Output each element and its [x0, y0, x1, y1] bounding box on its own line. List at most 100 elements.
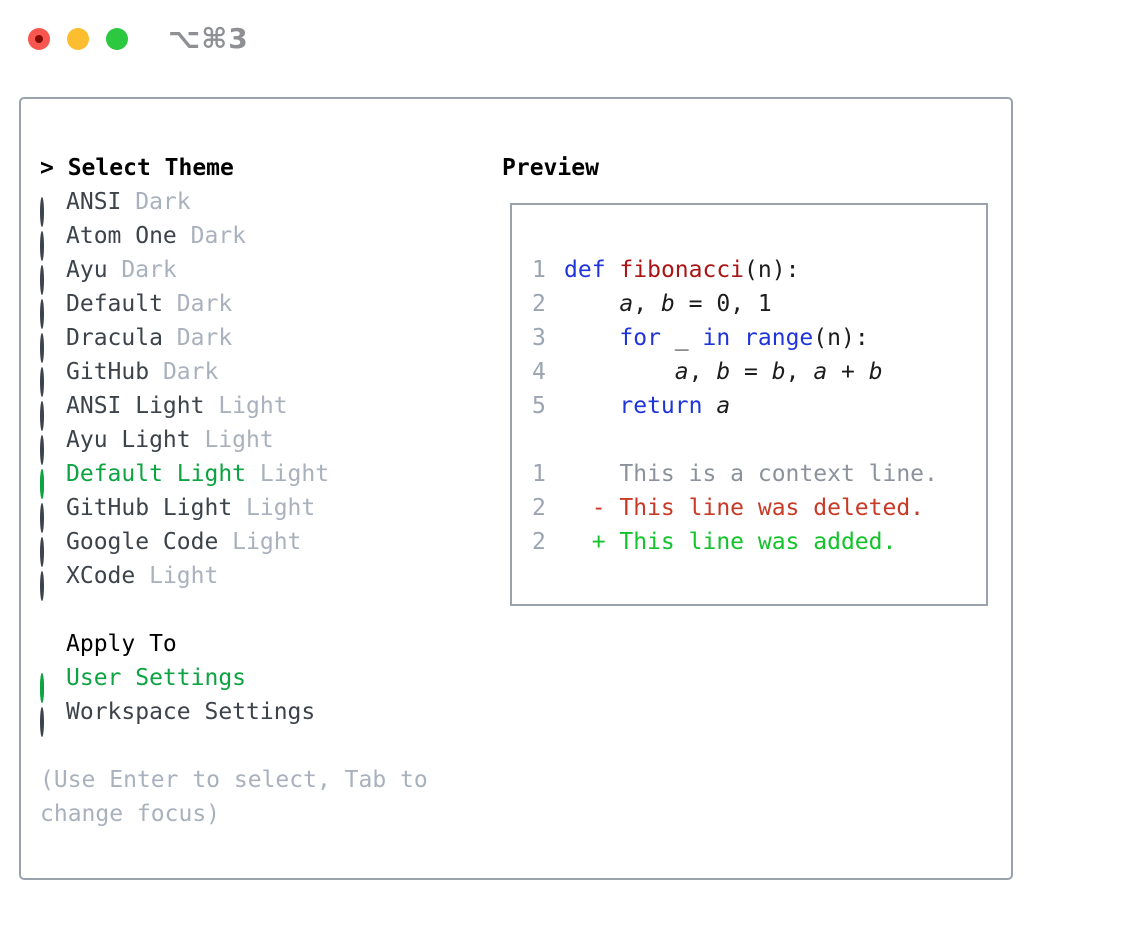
theme-name: Google Code [66, 529, 219, 555]
radio-icon [40, 570, 44, 601]
apply-to-option-label: Workspace Settings [66, 699, 316, 725]
spacer [532, 423, 986, 457]
code-segment-var: a [619, 291, 634, 317]
minimize-button[interactable] [67, 28, 89, 50]
theme-variant: Dark [176, 325, 233, 351]
code-segment-pl: (n): [813, 325, 869, 351]
theme-name: Dracula [66, 325, 163, 351]
apply-to-option[interactable]: Workspace Settings [40, 695, 480, 737]
bullet-slot [40, 195, 55, 227]
bullet-slot [40, 433, 55, 465]
radio-icon [40, 196, 44, 227]
line-number: 1 [532, 257, 546, 283]
theme-variant: Dark [176, 291, 233, 317]
line-number: 2 [532, 529, 546, 555]
line-number: 2 [532, 495, 546, 521]
code-segment-pl: , [688, 359, 717, 385]
code-segment-pl: , [633, 291, 661, 317]
code-segment-pl [730, 325, 744, 351]
bullet-slot [40, 297, 55, 329]
help-text: (Use Enter to select, Tab to change focu… [40, 767, 428, 827]
theme-item[interactable]: GitHub Dark [40, 355, 480, 397]
code-line: 3 for _ in range(n): [532, 321, 986, 355]
radio-icon [40, 502, 44, 533]
code-segment-pl [564, 393, 619, 419]
code-segment-fn: fibonacci [619, 257, 745, 283]
apply-to-option[interactable]: User Settings [40, 661, 480, 703]
theme-name: Default [66, 291, 163, 317]
close-button[interactable] [28, 28, 50, 50]
bullet-slot [40, 331, 55, 363]
radio-icon [40, 332, 44, 363]
bullet-slot [40, 365, 55, 397]
selected-radio-icon [40, 468, 44, 499]
code-segment-var: a [813, 359, 828, 385]
theme-variant: Dark [162, 359, 219, 385]
theme-name: GitHub Light [66, 495, 233, 521]
zoom-button[interactable] [106, 28, 128, 50]
bullet-slot [40, 535, 55, 567]
radio-icon [40, 230, 44, 261]
line-number: 4 [532, 359, 546, 385]
spacer [40, 593, 480, 627]
line-number: 1 [532, 461, 546, 487]
code-segment-pl: = 0, 1 [674, 291, 772, 317]
theme-item[interactable]: Google Code Light [40, 525, 480, 567]
radio-icon [40, 434, 44, 465]
theme-name: Default Light [66, 461, 247, 487]
theme-variant: Dark [121, 257, 177, 283]
radio-icon [40, 706, 44, 737]
selection-cursor: > [40, 155, 68, 181]
diff-line-added: 2 + This line was added. [532, 525, 986, 559]
bullet-slot [40, 399, 55, 431]
line-number: 2 [532, 291, 546, 317]
code-segment-pl [564, 325, 619, 351]
bullet-slot [40, 671, 55, 703]
radio-icon [40, 400, 44, 431]
bullet-slot [40, 569, 55, 601]
theme-variant: Light [218, 393, 288, 419]
theme-name: GitHub [66, 359, 150, 385]
selected-radio-icon [40, 672, 44, 703]
bullet-slot [40, 705, 55, 737]
code-segment-pl [564, 291, 619, 317]
theme-item[interactable]: Dracula Dark [40, 321, 480, 363]
theme-item[interactable]: Default Dark [40, 287, 480, 329]
bullet-slot [40, 229, 55, 261]
bullet-slot [40, 467, 55, 499]
code-segment-kw: def [564, 257, 606, 283]
close-button-dot-icon [35, 35, 43, 43]
theme-variant: Light [232, 529, 302, 555]
code-segment-var: b [660, 291, 675, 317]
line-number: 5 [532, 393, 546, 419]
bullet-placeholder [40, 637, 55, 652]
code-segment-var: a [716, 393, 731, 419]
theme-selector-header: Select Theme [67, 155, 234, 181]
code-line: 2 a, b = 0, 1 [532, 287, 986, 321]
diff-line-deleted: 2 - This line was deleted. [532, 491, 986, 525]
code-segment-kw: range [744, 325, 814, 351]
preview-header: Preview [502, 155, 599, 181]
radio-icon [40, 264, 44, 295]
code-segment-var: b [771, 359, 786, 385]
diff-text: + This line was added. [564, 529, 897, 555]
code-segment-pl: , [785, 359, 814, 385]
code-segment-pl: = [730, 359, 772, 385]
code-segment-kw: in [702, 325, 731, 351]
diff-text: This is a context line. [564, 461, 938, 487]
